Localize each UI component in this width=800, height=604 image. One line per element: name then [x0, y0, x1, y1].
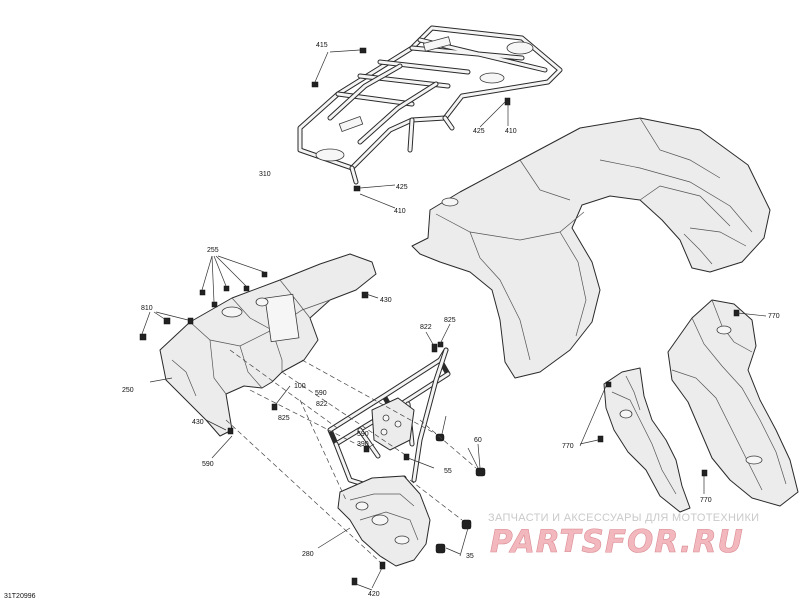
bolt-420b-icon — [351, 577, 358, 586]
nut-825-icon — [437, 341, 444, 348]
callout-590-a: 590 — [202, 461, 214, 468]
spacer-60b-icon — [475, 467, 486, 477]
clip-255e-icon — [261, 271, 268, 278]
callout-430-a: 430 — [380, 297, 392, 304]
callout-250: 250 — [122, 387, 134, 394]
mud-guard-right-770[interactable] — [667, 299, 799, 507]
callout-810: 810 — [141, 305, 153, 312]
rear-frame-bracket-280[interactable] — [327, 347, 451, 567]
rack-hardware — [311, 47, 511, 209]
callout-415: 415 — [316, 42, 328, 49]
clip-255c-icon — [223, 285, 230, 292]
screw-770c-icon — [597, 435, 604, 443]
mud-guard-middle-770[interactable] — [603, 367, 691, 513]
callout-390: 390 — [357, 441, 369, 448]
callout-770-c: 770 — [700, 497, 712, 504]
screw-770b-icon — [701, 469, 708, 477]
clip-430b-icon — [227, 427, 234, 435]
rear-fender-body[interactable] — [411, 117, 771, 379]
callout-410-a: 410 — [505, 128, 517, 135]
callout-770-b: 770 — [562, 443, 574, 450]
callout-55: 55 — [444, 468, 452, 475]
washer-425-icon — [504, 97, 511, 106]
callout-420: 420 — [368, 591, 380, 598]
watermark: ЗАПЧАСТИ И АКСЕССУАРЫ ДЛЯ МОТОТЕХНИКИ PA… — [488, 512, 759, 560]
callout-430-b: 430 — [192, 419, 204, 426]
rear-inner-panel-250[interactable] — [159, 253, 377, 437]
bolt-822-icon — [431, 343, 438, 353]
callout-280: 280 — [302, 551, 314, 558]
rivet-810-icon — [139, 333, 147, 341]
rivet-810c-icon — [187, 317, 194, 325]
callout-590-b: 590 — [315, 390, 327, 397]
spacer-35-icon — [461, 519, 472, 530]
callout-255: 255 — [207, 247, 219, 254]
callout-310: 310 — [259, 171, 271, 178]
guard-hardware — [579, 309, 767, 494]
spacer-35b-icon — [435, 543, 446, 554]
watermark-brand: PARTSFOR.RU — [490, 524, 744, 560]
callout-822-b: 822 — [420, 324, 432, 331]
screw-55-icon — [403, 453, 410, 461]
callout-labels: 415 425 410 310 425 410 255 430 810 250 … — [122, 42, 780, 598]
clip-255d-icon — [243, 285, 250, 292]
bolt-420-icon — [379, 561, 386, 570]
screw-770d-icon — [605, 381, 612, 388]
callout-425-b: 425 — [396, 184, 408, 191]
callout-770-a: 770 — [768, 313, 780, 320]
washer-425b-icon — [353, 185, 361, 192]
callout-590-c: 590 — [357, 431, 369, 438]
screw-390-icon — [363, 445, 370, 453]
callout-35: 35 — [466, 553, 474, 560]
bracket-hardware — [271, 323, 486, 591]
screw-415-icon — [311, 81, 319, 88]
clip-255-icon — [199, 289, 206, 296]
callout-825-b: 825 — [444, 317, 456, 324]
rivet-810b-icon — [163, 317, 171, 325]
alignment-dash-lines — [225, 349, 477, 563]
callout-825-a: 825 — [278, 415, 290, 422]
callout-822-a: 822 — [316, 401, 328, 408]
rear-rack-310[interactable] — [297, 25, 563, 185]
callout-410-b: 410 — [394, 208, 406, 215]
clip-430-icon — [361, 291, 369, 299]
screw-415b-icon — [359, 47, 367, 54]
panel-hardware — [139, 255, 379, 459]
diagram-reference-code: 31T20996 — [4, 593, 36, 600]
callout-100: 100 — [294, 383, 306, 390]
screw-100-icon — [271, 403, 278, 411]
clip-255b-icon — [211, 301, 218, 308]
callout-60: 60 — [474, 437, 482, 444]
watermark-tagline: ЗАПЧАСТИ И АКСЕССУАРЫ ДЛЯ МОТОТЕХНИКИ — [488, 512, 759, 524]
callout-425-a: 425 — [473, 128, 485, 135]
